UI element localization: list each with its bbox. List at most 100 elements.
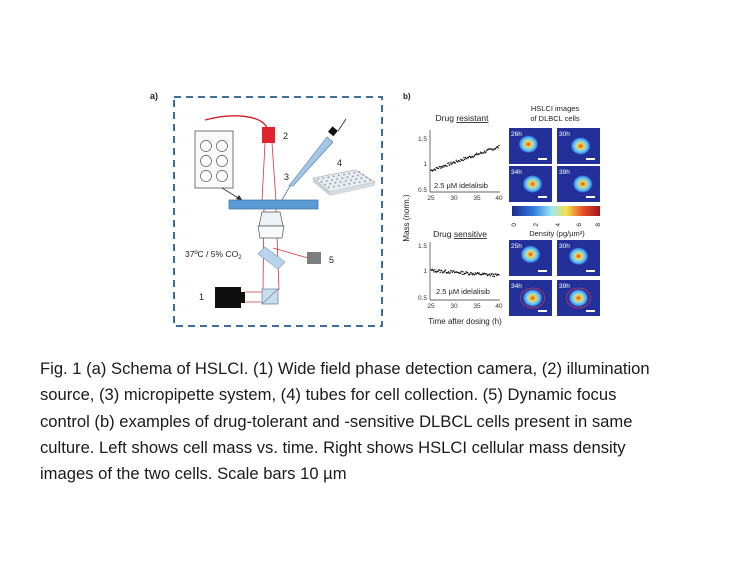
tube-well	[348, 182, 351, 185]
tube-well	[344, 180, 347, 182]
resistant-ytick-1: 1	[423, 161, 427, 168]
pipette-wire	[337, 118, 347, 132]
cell-image-tile: 30h	[557, 128, 600, 164]
data-point	[431, 169, 433, 171]
tube-well	[341, 177, 344, 180]
data-point	[453, 161, 455, 163]
data-point	[460, 158, 462, 160]
data-point	[489, 275, 492, 277]
time-label: 25h	[511, 243, 522, 250]
data-point	[466, 158, 468, 160]
time-label: 39h	[559, 169, 570, 176]
data-point	[498, 274, 500, 276]
data-point	[434, 168, 436, 170]
figure: a) 37ºC	[150, 91, 602, 327]
data-point	[461, 273, 463, 275]
data-point	[450, 270, 453, 272]
data-point	[469, 155, 471, 158]
tube-well	[325, 180, 328, 182]
caption-line: culture. Left shows cell mass vs. time. …	[40, 437, 626, 457]
tube-well	[358, 170, 361, 173]
tube-well	[317, 178, 319, 180]
tube-well	[332, 175, 335, 178]
tube-well	[360, 177, 363, 180]
illumination-fiber	[204, 115, 268, 129]
micropipette-icon	[288, 136, 334, 187]
tube-well	[329, 182, 332, 185]
data-point	[497, 147, 499, 149]
data-point	[460, 270, 463, 272]
data-point	[481, 273, 483, 275]
data-point	[463, 158, 466, 161]
tube-well	[324, 183, 326, 186]
time-label: 34h	[511, 283, 522, 290]
data-point	[432, 169, 434, 172]
tube-well	[327, 186, 330, 189]
data-point	[453, 270, 455, 272]
tube-well	[348, 172, 351, 175]
environment-label: 37ºC / 5% CO2	[185, 249, 242, 261]
data-point	[441, 166, 444, 168]
label-number-5: 5	[329, 255, 334, 265]
cell-image-tile: 30h	[557, 240, 600, 276]
data-point	[434, 169, 437, 171]
data-point	[451, 271, 454, 274]
tube-well	[327, 176, 330, 179]
resistant-xtick-30: 30	[450, 195, 458, 202]
cell	[522, 175, 543, 193]
data-point	[464, 272, 467, 275]
tube-well	[358, 181, 361, 183]
cell-outline	[566, 287, 591, 309]
tube-well	[338, 184, 340, 187]
resistant-xtick-35: 35	[473, 195, 481, 202]
tube-well	[337, 174, 340, 177]
data-point	[470, 156, 473, 158]
y-axis-label: Mass (norm.)	[402, 194, 411, 241]
scale-bar	[538, 196, 547, 198]
data-point	[491, 148, 493, 150]
camera-lens	[241, 292, 245, 303]
cell-image-tile: 34h	[509, 166, 552, 202]
colorbar-tick-4: 4	[555, 223, 562, 227]
x-axis-label: Time after dosing (h)	[428, 317, 502, 326]
illumination-source-icon	[262, 127, 275, 143]
data-point	[431, 268, 434, 271]
data-point	[478, 272, 480, 274]
images-header-line1: HSLCI images	[531, 104, 580, 113]
tube-well	[322, 177, 325, 180]
tube-well	[351, 175, 354, 178]
images-header-line2: of DLBCL cells	[530, 114, 580, 123]
cell-image-tile: 39h	[557, 280, 600, 316]
data-point	[449, 272, 451, 274]
tube-well	[334, 181, 337, 184]
sensitive-series	[430, 268, 500, 278]
scale-bar	[586, 158, 595, 160]
data-point	[439, 166, 441, 168]
data-point	[444, 269, 447, 271]
tube-well	[343, 183, 345, 186]
pipette-holder	[328, 126, 338, 137]
scale-bar	[586, 196, 595, 198]
data-point	[489, 273, 491, 275]
data-point	[444, 270, 446, 272]
data-point	[454, 162, 457, 164]
scale-bar	[538, 310, 547, 312]
data-point	[441, 270, 443, 272]
sensitive-xtick-30: 30	[450, 303, 458, 310]
tube-well	[331, 179, 333, 181]
tube-well	[369, 179, 371, 182]
data-point	[443, 166, 445, 168]
sample-stage	[228, 199, 319, 210]
caption-line: source, (3) micropipette system, (4) tub…	[40, 385, 617, 405]
data-point	[447, 162, 450, 164]
data-point	[495, 273, 497, 275]
data-point	[446, 165, 448, 167]
data-point	[467, 157, 470, 159]
data-point	[491, 273, 493, 275]
data-point	[473, 154, 476, 157]
resistant-ytick-1-5: 1.5	[418, 136, 427, 143]
data-point	[473, 274, 476, 276]
data-point	[486, 273, 488, 275]
data-point	[455, 159, 457, 161]
tube-well	[353, 182, 356, 184]
